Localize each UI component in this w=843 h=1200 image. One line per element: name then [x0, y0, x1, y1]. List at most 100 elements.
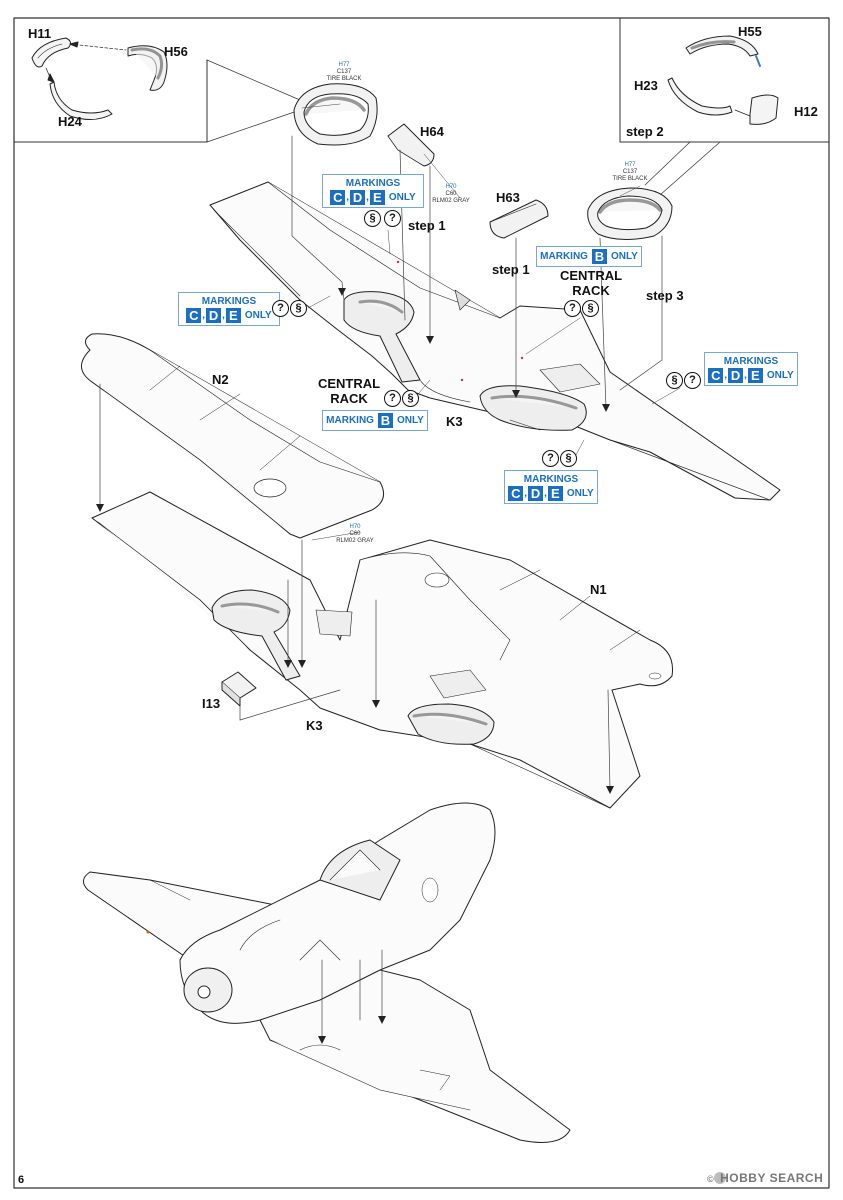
arrow-heads — [96, 288, 614, 1044]
arrowhead-h11 — [69, 41, 79, 48]
red-mark-1 — [396, 260, 400, 264]
page-number: 6 — [18, 1174, 25, 1186]
label-step1-a: step 1 — [408, 218, 446, 233]
label-i13: I13 — [202, 696, 221, 711]
label-k3-bottom: K3 — [306, 718, 323, 733]
central-rack-right-line2: RACK — [572, 283, 610, 298]
part-h11 — [31, 37, 72, 68]
inset-right-leader-a — [644, 141, 691, 186]
part-n2 — [81, 333, 385, 539]
marking-letter: E — [369, 190, 385, 205]
label-step3: step 3 — [646, 288, 684, 303]
label-h56: H56 — [164, 44, 188, 59]
marking-prefix: MARKING — [540, 251, 588, 262]
paint-code: H77 — [624, 162, 636, 168]
markings-cde-left: MARKINGS C, D, E ONLY — [178, 292, 280, 326]
inset-left-leader-a — [206, 59, 301, 101]
inset-box-right — [619, 17, 830, 143]
glue-symbol: § — [290, 300, 307, 317]
marking-letter: C — [330, 190, 346, 205]
markings-suffix: ONLY — [388, 192, 416, 203]
part-lower-wing-upper-assembly — [209, 181, 781, 501]
paint-callout-gray-mid: H70 C60 RLM02 GRAY — [330, 524, 380, 545]
label-h23: H23 — [634, 78, 658, 93]
marking-letter: C — [186, 308, 202, 323]
paint-desc: RLM02 GRAY — [336, 538, 374, 544]
markings-cde-upper: MARKINGS C, D, E ONLY — [322, 174, 424, 208]
part-h24 — [49, 81, 113, 120]
part-wheel-well-left-top — [293, 83, 378, 146]
marking-letter: D — [528, 486, 544, 501]
paint-code: H70 — [445, 184, 457, 190]
marking-letter: D — [350, 190, 366, 205]
label-n1: N1 — [590, 582, 607, 597]
marking-letter: D — [728, 368, 744, 383]
paint-callout-tire-left: H77 C137 TIRE BLACK — [324, 62, 364, 83]
optional-symbol: ? — [564, 300, 581, 317]
markings-suffix: ONLY — [766, 370, 794, 381]
paint-code: H77 — [338, 62, 350, 68]
part-h56 — [127, 45, 168, 91]
inset-box-left — [13, 17, 208, 143]
markings-title: MARKINGS — [523, 474, 579, 485]
paint-name: C137 — [336, 69, 352, 75]
label-k3-top: K3 — [446, 414, 463, 429]
part-i13 — [221, 671, 257, 707]
paint-desc: TIRE BLACK — [326, 76, 362, 82]
central-rack-right-line1: CENTRAL — [559, 268, 623, 283]
inset-right-leader-b — [659, 141, 721, 196]
part-lower-wing-mid-assembly — [91, 491, 674, 809]
marking-suffix: ONLY — [396, 415, 424, 426]
marking-letter: B — [377, 413, 393, 428]
optional-symbol: ? — [272, 300, 289, 317]
label-h12: H12 — [794, 104, 818, 119]
part-h63 — [489, 199, 549, 239]
markings-title: MARKINGS — [201, 296, 257, 307]
marking-suffix: ONLY — [610, 251, 638, 262]
glue-symbol: § — [560, 450, 577, 467]
watermark-icon — [714, 1172, 726, 1184]
marking-letter: E — [747, 368, 763, 383]
label-step2: step 2 — [626, 124, 664, 139]
paint-callout-gray-top: H70 C60 RLM02 GRAY — [426, 184, 476, 205]
markings-cde-right: MARKINGS C, D, E ONLY — [704, 352, 798, 386]
markings-cde-bottom: MARKINGS C, D, E ONLY — [504, 470, 598, 504]
part-h12 — [749, 94, 779, 125]
central-rack-left-line2: RACK — [330, 391, 368, 406]
arrow-h11 — [69, 43, 127, 51]
paint-name: C137 — [622, 169, 638, 175]
paint-name: C60 — [349, 531, 361, 537]
label-central-rack-right: CENTRAL RACK — [556, 268, 626, 298]
watermark-brand: HOBBY SEARCH — [720, 1171, 824, 1185]
marking-prefix: MARKING — [326, 415, 374, 426]
marking-b-top: MARKING B ONLY — [536, 246, 642, 267]
glue-symbol: § — [402, 390, 419, 407]
part-h23 — [667, 77, 733, 116]
red-mark-2 — [520, 356, 524, 360]
paint-name: C60 — [445, 191, 457, 197]
optional-symbol: ? — [684, 372, 701, 389]
paint-desc: TIRE BLACK — [612, 176, 648, 182]
label-central-rack-left: CENTRAL RACK — [314, 376, 384, 406]
label-h11: H11 — [28, 26, 52, 41]
marking-letter: C — [508, 486, 524, 501]
marking-letter: E — [225, 308, 241, 323]
optional-symbol: ? — [384, 210, 401, 227]
arrow-h12 — [734, 109, 751, 117]
watermark: ©HOBBY SEARCH — [707, 1171, 823, 1185]
glue-symbol: § — [666, 372, 683, 389]
label-h63: H63 — [496, 190, 520, 205]
marking-letter: C — [708, 368, 724, 383]
paint-code: H70 — [349, 524, 361, 530]
page-border — [13, 17, 830, 1189]
label-step1-b: step 1 — [492, 262, 530, 277]
part-final-assembly — [83, 802, 571, 1143]
part-h55 — [685, 35, 761, 67]
markings-suffix: ONLY — [566, 488, 594, 499]
markings-suffix: ONLY — [244, 310, 272, 321]
label-h55: H55 — [738, 24, 762, 39]
paint-callout-tire-right: H77 C137 TIRE BLACK — [610, 162, 650, 183]
glue-symbol: § — [582, 300, 599, 317]
